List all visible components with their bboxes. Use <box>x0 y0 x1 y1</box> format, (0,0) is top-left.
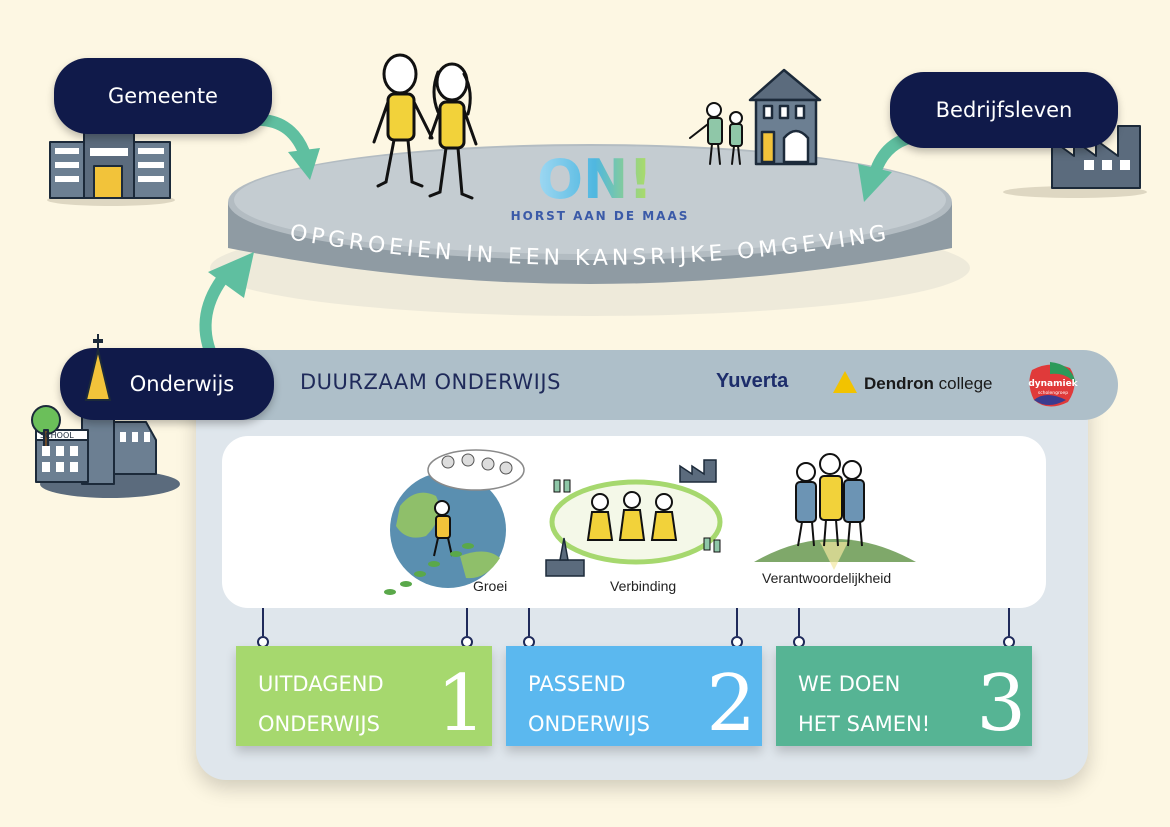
verbinding-illustration <box>545 459 723 577</box>
education-band <box>196 350 1118 420</box>
card-number: 1 <box>436 659 486 749</box>
card-number: 2 <box>706 659 756 749</box>
card-line1: WE DOEN <box>798 672 901 696</box>
dendron-logo-rest: college <box>933 374 993 393</box>
card-passend-onderwijs: PASSEND ONDERWIJS 2 <box>506 646 762 746</box>
bedrijfsleven-pill: Bedrijfsleven <box>890 72 1118 148</box>
gemeente-pill: Gemeente <box>54 58 272 134</box>
yuverta-logo: Yuverta <box>716 370 789 392</box>
bedrijfsleven-label: Bedrijfsleven <box>935 98 1073 122</box>
groei-illustration <box>384 449 525 595</box>
card-we-doen-het-samen: WE DOEN HET SAMEN! 3 <box>776 646 1032 746</box>
card-number: 3 <box>976 659 1026 749</box>
hook <box>736 608 738 636</box>
theme-caption-verantwoordelijkheid: Verantwoordelijkheid <box>762 570 892 586</box>
card-line2: ONDERWIJS <box>258 712 380 736</box>
verantwoordelijkheid-illustration <box>754 453 916 570</box>
school-sign-text: SCHOOL <box>40 431 74 440</box>
on-logo-text: ON! <box>537 150 653 211</box>
house-people-illustration <box>689 68 822 166</box>
dynamiek-logo: dynamiek scholengroep <box>1028 362 1079 407</box>
hook <box>528 608 530 636</box>
platform-text: OPGROEIEN IN EEN KANSRIJKE OMGEVING <box>288 220 892 271</box>
arrow-onderwijs-icon <box>199 252 254 362</box>
church-spire-icon <box>84 336 112 401</box>
theme-caption-verbinding: Verbinding <box>610 578 677 594</box>
theme-caption-groei: Groei <box>473 578 508 594</box>
dendron-triangle-icon <box>833 371 857 393</box>
hook <box>262 608 264 636</box>
hook <box>1008 608 1010 636</box>
card-line1: UITDAGEND <box>258 672 384 696</box>
platform-slogan: OPGROEIEN IN EEN KANSRIJKE OMGEVING <box>288 220 888 271</box>
two-figures-illustration <box>372 53 478 200</box>
dynamiek-logo-subtext: scholengroep <box>1038 390 1068 396</box>
on-logo: ON! HORST AAN DE MAAS <box>511 150 690 223</box>
card-uitdagend-onderwijs: UITDAGEND ONDERWIJS 1 <box>236 646 492 746</box>
dendron-logo-bold: Dendron <box>864 374 934 393</box>
svg-text:OPGROEIEN IN EEN KANSRIJKE OMG: OPGROEIEN IN EEN KANSRIJKE OMGEVING <box>288 220 892 271</box>
card-line1: PASSEND <box>528 672 626 696</box>
on-logo-subtitle: HORST AAN DE MAAS <box>511 209 690 223</box>
dendron-logo: Dendron college <box>864 374 993 394</box>
dynamiek-logo-text: dynamiek <box>1028 379 1078 389</box>
onderwijs-label: Onderwijs <box>129 372 235 396</box>
band-title: DUURZAAM ONDERWIJS <box>300 370 561 394</box>
hook <box>798 608 800 636</box>
card-line2: ONDERWIJS <box>528 712 650 736</box>
hook <box>466 608 468 636</box>
municipality-building-icon <box>47 121 175 206</box>
card-line2: HET SAMEN! <box>798 712 931 736</box>
gemeente-label: Gemeente <box>108 84 218 108</box>
